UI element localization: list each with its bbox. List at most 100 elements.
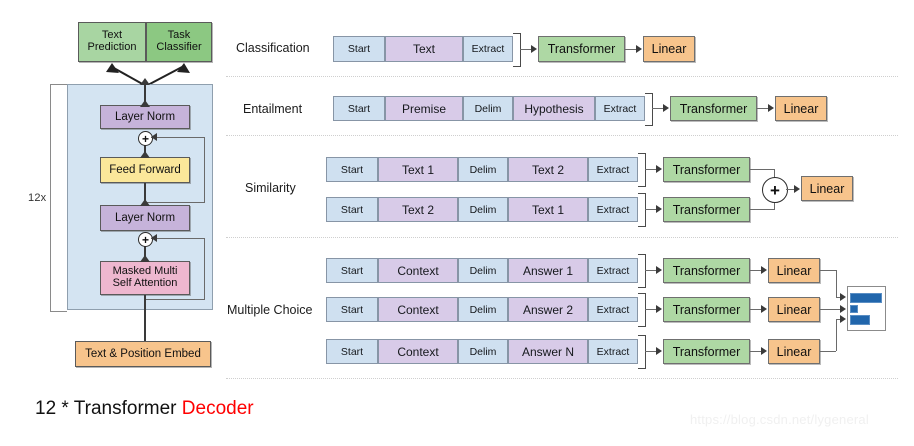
connector-embed-to-attn xyxy=(144,295,146,341)
seq-cell-context: Context xyxy=(378,258,458,283)
residual-add-attention: + xyxy=(138,232,153,247)
sequence-brace xyxy=(638,335,646,369)
seq-cell-extract: Extract xyxy=(588,339,638,364)
repeat-count-label: 12x xyxy=(28,192,47,204)
residual-ff-h-top xyxy=(151,137,204,138)
connector-ln2-to-ff xyxy=(144,183,146,205)
seq-cell-text2: Text 2 xyxy=(378,197,458,222)
sequence-brace xyxy=(638,254,646,288)
linear-head: Linear xyxy=(643,36,695,62)
transformer-block: Transformer xyxy=(670,96,757,121)
residual-ff-v xyxy=(204,137,205,203)
mc-arrow-3 xyxy=(840,315,846,323)
connector-to-transformer xyxy=(520,49,532,50)
connector-to-head xyxy=(750,351,762,352)
linear-head: Linear xyxy=(768,258,820,283)
arrow-residual-attn xyxy=(151,234,157,242)
linear-head: Linear xyxy=(768,297,820,322)
seq-cell-delim: Delim xyxy=(458,297,508,322)
transformer-block: Transformer xyxy=(663,197,750,222)
transformer-block: Transformer xyxy=(663,339,750,364)
seq-cell-start: Start xyxy=(326,339,378,364)
connector-to-head xyxy=(757,108,769,109)
connector-to-head xyxy=(750,309,762,310)
arrow-to-head xyxy=(761,347,767,355)
seq-cell-text1: Text 1 xyxy=(508,197,588,222)
feed-forward-block: Feed Forward xyxy=(100,157,190,183)
arrow-to-head xyxy=(794,185,800,193)
connector-ln-top-out xyxy=(144,84,146,105)
separator-2 xyxy=(226,135,898,136)
seq-cell-delim: Delim xyxy=(458,258,508,283)
mc-arrow-1 xyxy=(840,293,846,301)
connector-to-head xyxy=(625,49,637,50)
similarity-sum-node: + xyxy=(762,177,788,203)
connector-to-transformer xyxy=(652,108,664,109)
arrow-to-transformer xyxy=(531,45,537,53)
seq-cell-text1: Text 1 xyxy=(378,157,458,182)
sequence-brace xyxy=(513,33,521,67)
multiple-choice-score-chart xyxy=(847,286,886,331)
arrow-residual-ff xyxy=(151,133,157,141)
arrow-to-transformer xyxy=(656,347,662,355)
seq-cell-start: Start xyxy=(326,197,378,222)
seq-cell-text: Text xyxy=(385,36,463,62)
seq-cell-extract: Extract xyxy=(588,297,638,322)
arrow-into-ff xyxy=(140,151,150,158)
mc-route-1-h xyxy=(820,270,836,271)
arrow-into-attention xyxy=(140,255,150,262)
connector-sum-to-head xyxy=(786,189,795,190)
seq-cell-start: Start xyxy=(333,96,385,121)
merge-line-bottom xyxy=(750,209,774,210)
seq-cell-answer: Answer 1 xyxy=(508,258,588,283)
transformer-block: Transformer xyxy=(538,36,625,62)
seq-cell-start: Start xyxy=(326,297,378,322)
watermark-text: https://blog.csdn.net/lygeneral xyxy=(690,412,869,427)
seq-cell-answer: Answer 2 xyxy=(508,297,588,322)
connector-to-transformer xyxy=(645,169,657,170)
seq-cell-delim: Delim xyxy=(458,339,508,364)
residual-attn-h-bot xyxy=(144,299,204,300)
seq-cell-context: Context xyxy=(378,297,458,322)
arrow-to-head xyxy=(761,305,767,313)
connector-to-transformer xyxy=(645,209,657,210)
text-position-embed-block: Text & Position Embed xyxy=(75,341,211,367)
arrow-to-head xyxy=(636,45,642,53)
seq-cell-delim: Delim xyxy=(458,197,508,222)
arrow-into-ln-bottom xyxy=(140,199,150,206)
arrow-to-transformer xyxy=(656,305,662,313)
transformer-block: Transformer xyxy=(663,157,750,182)
layer-norm-top: Layer Norm xyxy=(100,105,190,129)
sequence-brace xyxy=(638,193,646,227)
residual-attn-v xyxy=(204,238,205,300)
connector-add2-to-ln2 xyxy=(144,243,146,257)
mc-route-1-v xyxy=(836,270,837,297)
connector-add1-to-ln xyxy=(144,142,146,156)
seq-cell-answer: Answer N xyxy=(508,339,588,364)
score-bar-2 xyxy=(850,305,858,313)
seq-cell-start: Start xyxy=(333,36,385,62)
seq-cell-extract: Extract xyxy=(588,258,638,283)
transformer-block: Transformer xyxy=(663,297,750,322)
seq-cell-extract: Extract xyxy=(588,197,638,222)
seq-cell-delim: Delim xyxy=(463,96,513,121)
separator-1 xyxy=(226,76,898,77)
merge-line-top xyxy=(750,169,774,170)
task-label-multiple-choice: Multiple Choice xyxy=(227,303,313,317)
seq-cell-start: Start xyxy=(326,157,378,182)
arrow-to-transformer xyxy=(656,205,662,213)
connector-to-transformer xyxy=(645,309,657,310)
mc-route-2-h xyxy=(820,309,841,310)
mc-route-3-v xyxy=(836,319,837,351)
task-label-classification: Classification xyxy=(236,41,310,55)
separator-4 xyxy=(226,378,898,379)
seq-cell-delim: Delim xyxy=(458,157,508,182)
score-bar-1 xyxy=(850,293,882,303)
sequence-brace xyxy=(645,93,653,126)
connector-to-head xyxy=(750,270,762,271)
seq-cell-extract: Extract xyxy=(463,36,513,62)
linear-head: Linear xyxy=(768,339,820,364)
linear-head: Linear xyxy=(801,176,853,201)
seq-cell-extract: Extract xyxy=(588,157,638,182)
